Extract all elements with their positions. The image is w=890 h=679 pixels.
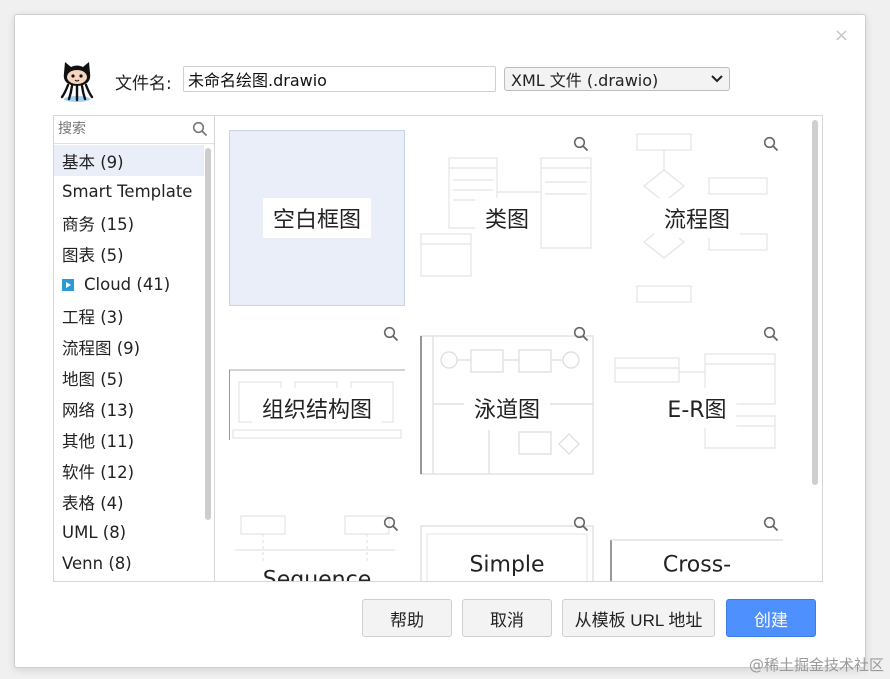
create-button[interactable]: 创建: [726, 599, 816, 637]
category-item-engineering[interactable]: 工程 (3): [54, 300, 204, 331]
from-template-url-button[interactable]: 从模板 URL 地址: [562, 599, 715, 637]
category-label: UML (8): [62, 523, 127, 542]
template-label: Cross-: [652, 548, 742, 581]
category-label: 软件 (12): [62, 462, 135, 482]
cloud-play-icon: [62, 278, 74, 291]
template-label: 组织结构图: [251, 388, 383, 428]
category-item-smart-template[interactable]: Smart Template: [54, 176, 204, 207]
category-item-cloud[interactable]: Cloud (41): [54, 269, 204, 300]
template-label: Sequence: [252, 563, 382, 581]
template-label: 空白框图: [262, 198, 372, 238]
background-window-remnant: [60, 0, 360, 14]
category-item-uml[interactable]: UML (8): [54, 517, 204, 548]
new-diagram-dialog: × 文件名: XML 文件 (.drawio) 基本 (9) Smart Tem…: [14, 14, 866, 668]
category-item-software[interactable]: 软件 (12): [54, 455, 204, 486]
category-label: 流程图 (9): [62, 338, 141, 358]
category-item-network[interactable]: 网络 (13): [54, 393, 204, 424]
category-label: 表格 (4): [62, 493, 124, 513]
template-sequence[interactable]: Sequence: [229, 510, 405, 581]
category-label: Cloud (41): [84, 275, 171, 294]
category-label: Venn (8): [62, 554, 132, 573]
category-item-other[interactable]: 其他 (11): [54, 424, 204, 455]
filename-input[interactable]: [183, 66, 496, 92]
category-list: 基本 (9) Smart Template 商务 (15) 图表 (5) Clo…: [54, 145, 204, 581]
template-grid: 空白框图 类图: [215, 115, 823, 582]
filetype-value: XML 文件 (.drawio): [511, 71, 659, 90]
category-search: [54, 116, 214, 144]
category-label: 网络 (13): [62, 400, 135, 420]
category-label: 工程 (3): [62, 307, 124, 327]
zoom-icon[interactable]: [383, 326, 399, 342]
category-item-basic[interactable]: 基本 (9): [54, 145, 204, 176]
category-label: Smart Template: [62, 182, 193, 201]
search-input[interactable]: [54, 116, 184, 142]
category-label: 商务 (15): [62, 214, 135, 234]
zoom-icon[interactable]: [763, 326, 779, 342]
cross-functional-thumbnail: [610, 539, 783, 581]
template-label: 类图: [474, 198, 540, 238]
filetype-select[interactable]: XML 文件 (.drawio): [504, 67, 730, 91]
template-class-diagram[interactable]: 类图: [419, 130, 595, 306]
category-item-flowchart[interactable]: 流程图 (9): [54, 331, 204, 362]
category-item-venn[interactable]: Venn (8): [54, 548, 204, 579]
octocat-mascot-icon: [60, 62, 94, 102]
template-swimlane[interactable]: 泳道图: [419, 320, 595, 496]
template-grid-scrollbar[interactable]: [812, 120, 818, 485]
category-item-business[interactable]: 商务 (15): [54, 207, 204, 238]
filename-label: 文件名:: [115, 74, 172, 94]
template-label: Simple: [459, 548, 555, 581]
template-cross-functional[interactable]: Cross-: [609, 510, 785, 581]
zoom-icon[interactable]: [573, 516, 589, 532]
template-org-chart[interactable]: 组织结构图: [229, 320, 405, 496]
watermark: @稀土掘金技术社区: [748, 656, 884, 674]
category-label: 其他 (11): [62, 431, 135, 451]
template-label: 流程图: [653, 198, 741, 238]
zoom-icon[interactable]: [763, 516, 779, 532]
search-icon[interactable]: [192, 121, 208, 137]
help-button[interactable]: 帮助: [362, 599, 452, 637]
sidebar-scrollbar[interactable]: [205, 148, 211, 520]
template-flowchart[interactable]: 流程图: [609, 130, 785, 306]
zoom-icon[interactable]: [573, 136, 589, 152]
category-label: 地图 (5): [62, 369, 124, 389]
zoom-icon[interactable]: [383, 516, 399, 532]
category-item-maps[interactable]: 地图 (5): [54, 362, 204, 393]
zoom-icon[interactable]: [763, 136, 779, 152]
template-er-diagram[interactable]: E-R图: [609, 320, 785, 496]
class-diagram-thumbnail: [420, 157, 592, 277]
swimlane-thumbnail: [420, 335, 594, 475]
chevron-down-icon: [711, 75, 723, 83]
category-sidebar: 基本 (9) Smart Template 商务 (15) 图表 (5) Clo…: [53, 115, 215, 582]
template-label: 泳道图: [463, 388, 551, 428]
template-simple[interactable]: Simple: [419, 510, 595, 581]
category-label: 图表 (5): [62, 245, 124, 265]
er-diagram-thumbnail: [614, 353, 776, 449]
category-item-charts[interactable]: 图表 (5): [54, 238, 204, 269]
category-item-tables[interactable]: 表格 (4): [54, 486, 204, 517]
category-label: 基本 (9): [62, 152, 124, 172]
zoom-icon[interactable]: [573, 326, 589, 342]
close-icon[interactable]: ×: [833, 25, 849, 46]
cancel-button[interactable]: 取消: [462, 599, 552, 637]
template-label: E-R图: [657, 388, 737, 428]
simple-thumbnail: [420, 525, 594, 581]
template-blank[interactable]: 空白框图: [229, 130, 405, 306]
